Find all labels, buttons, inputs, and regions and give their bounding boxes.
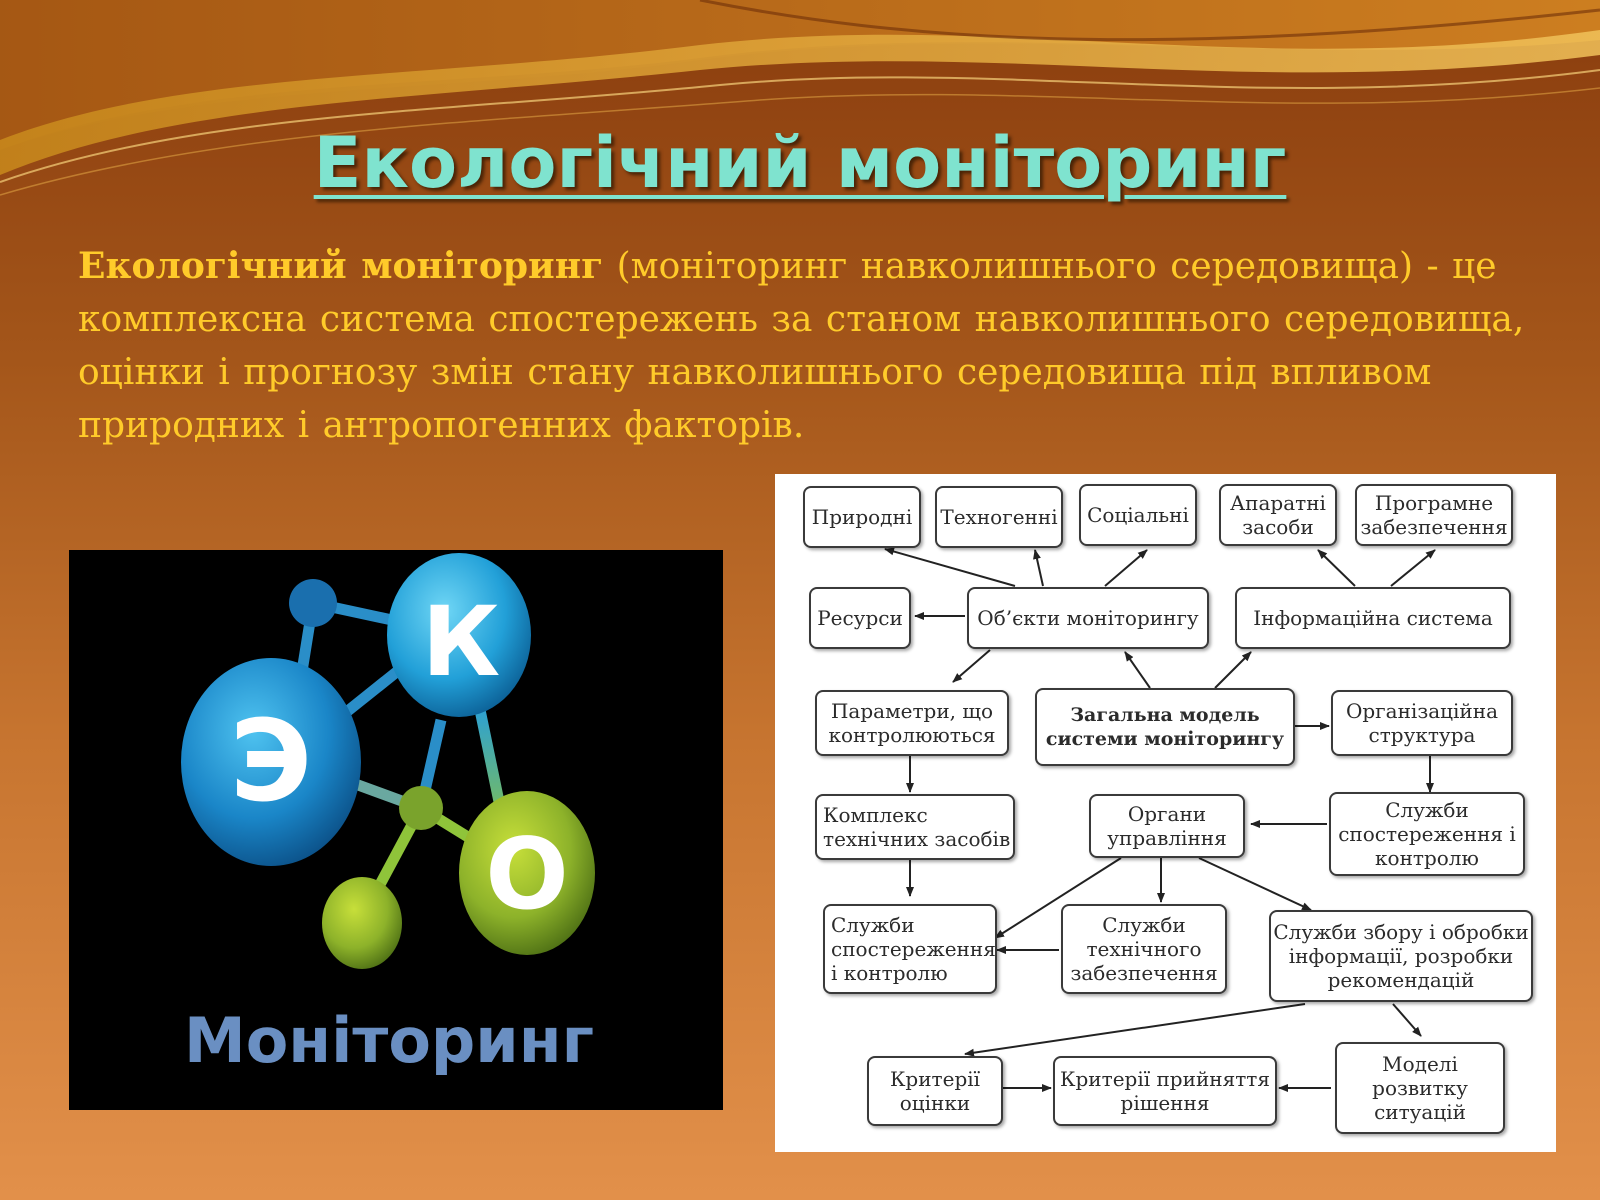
node-sluzhby-zboru: Служби збору і обробки інформації, розро… [1269, 910, 1533, 1002]
small-green-node [399, 786, 443, 830]
arrow-info-aparatni [1317, 549, 1356, 587]
node-orh-struktura: Організаційна структура [1331, 690, 1513, 756]
node-tekhnohenni: Техногенні [935, 486, 1063, 548]
node-info-system: Інформаційна система [1235, 587, 1511, 649]
arrow-info-prohramne [1390, 549, 1436, 587]
node-parametry: Параметри, що контролюються [815, 690, 1009, 756]
monitoring-model-diagram: Природні Техногенні Соціальні Апаратні з… [775, 474, 1556, 1152]
arrow-obiekty-prirodni [884, 547, 1016, 587]
node-modeli-rozvytku: Моделі розвитку ситуацій [1335, 1042, 1505, 1134]
node-sluzhby-tekhnichnoho: Служби технічного забезпечення [1061, 904, 1227, 994]
green-ball [322, 877, 402, 969]
node-orhany: Органи управління [1089, 794, 1245, 858]
sphere-e [181, 658, 361, 866]
node-zahalna-model: Загальна модель системи моніторингу [1035, 688, 1295, 766]
letter-e: Э [230, 697, 312, 827]
node-kompleks: Комплекс технічних засобів [815, 794, 1015, 860]
node-sotsialni: Соціальні [1079, 484, 1197, 546]
node-prohramne: Програмне забезпечення [1355, 484, 1513, 546]
arrow-zboru-kryterii [964, 1003, 1306, 1057]
arrow-zahalna-obiekty [1124, 651, 1151, 689]
slide-title: Екологічний моніторинг [313, 122, 1287, 204]
sphere-o [459, 791, 595, 955]
letter-k: К [422, 586, 500, 698]
node-resursy: Ресурси [809, 587, 911, 649]
arrow-orhany-sluzhby-zboru [1198, 857, 1312, 911]
diagram-arrows [884, 547, 1436, 1092]
small-blue-node [289, 579, 337, 627]
node-kryterii-otsinky: Критерії оцінки [867, 1056, 1003, 1126]
arrow-obiekty-tekhnohenni [1033, 549, 1044, 587]
definition-term: Екологічний моніторинг [78, 245, 604, 287]
arrow-zboru-modeli [1392, 1003, 1422, 1037]
decorative-waves [0, 0, 1600, 196]
node-sluzhby-sposterezhennia-left: Служби спостереження і контролю [823, 904, 997, 994]
node-sluzhby-sposterezhennia-top: Служби спостереження і контролю [1329, 792, 1525, 876]
arrow-obiekty-sotsialni [1104, 549, 1148, 587]
definition-paragraph: Екологічний моніторинг (моніторинг навко… [78, 240, 1528, 452]
arrow-zahalna-info [1214, 651, 1252, 689]
node-aparatni: Апаратні засоби [1219, 484, 1337, 546]
arrow-orhany-sluzhby-left [994, 857, 1122, 939]
definition-text: (моніторинг навколишнього середовища) - … [78, 246, 1525, 446]
sphere-k [387, 553, 531, 717]
logo-caption: Моніторинг [184, 1004, 594, 1077]
node-kryterii-rishennia: Критерії прийняття рішення [1053, 1056, 1277, 1126]
node-obiekty: Об’єкти моніторингу [967, 587, 1209, 649]
eco-monitoring-logo: Э К О Моніторинг [69, 550, 723, 1110]
arrow-obiekty-parametry [952, 649, 991, 683]
node-prirodni: Природні [803, 486, 921, 548]
letter-o: О [485, 818, 568, 932]
